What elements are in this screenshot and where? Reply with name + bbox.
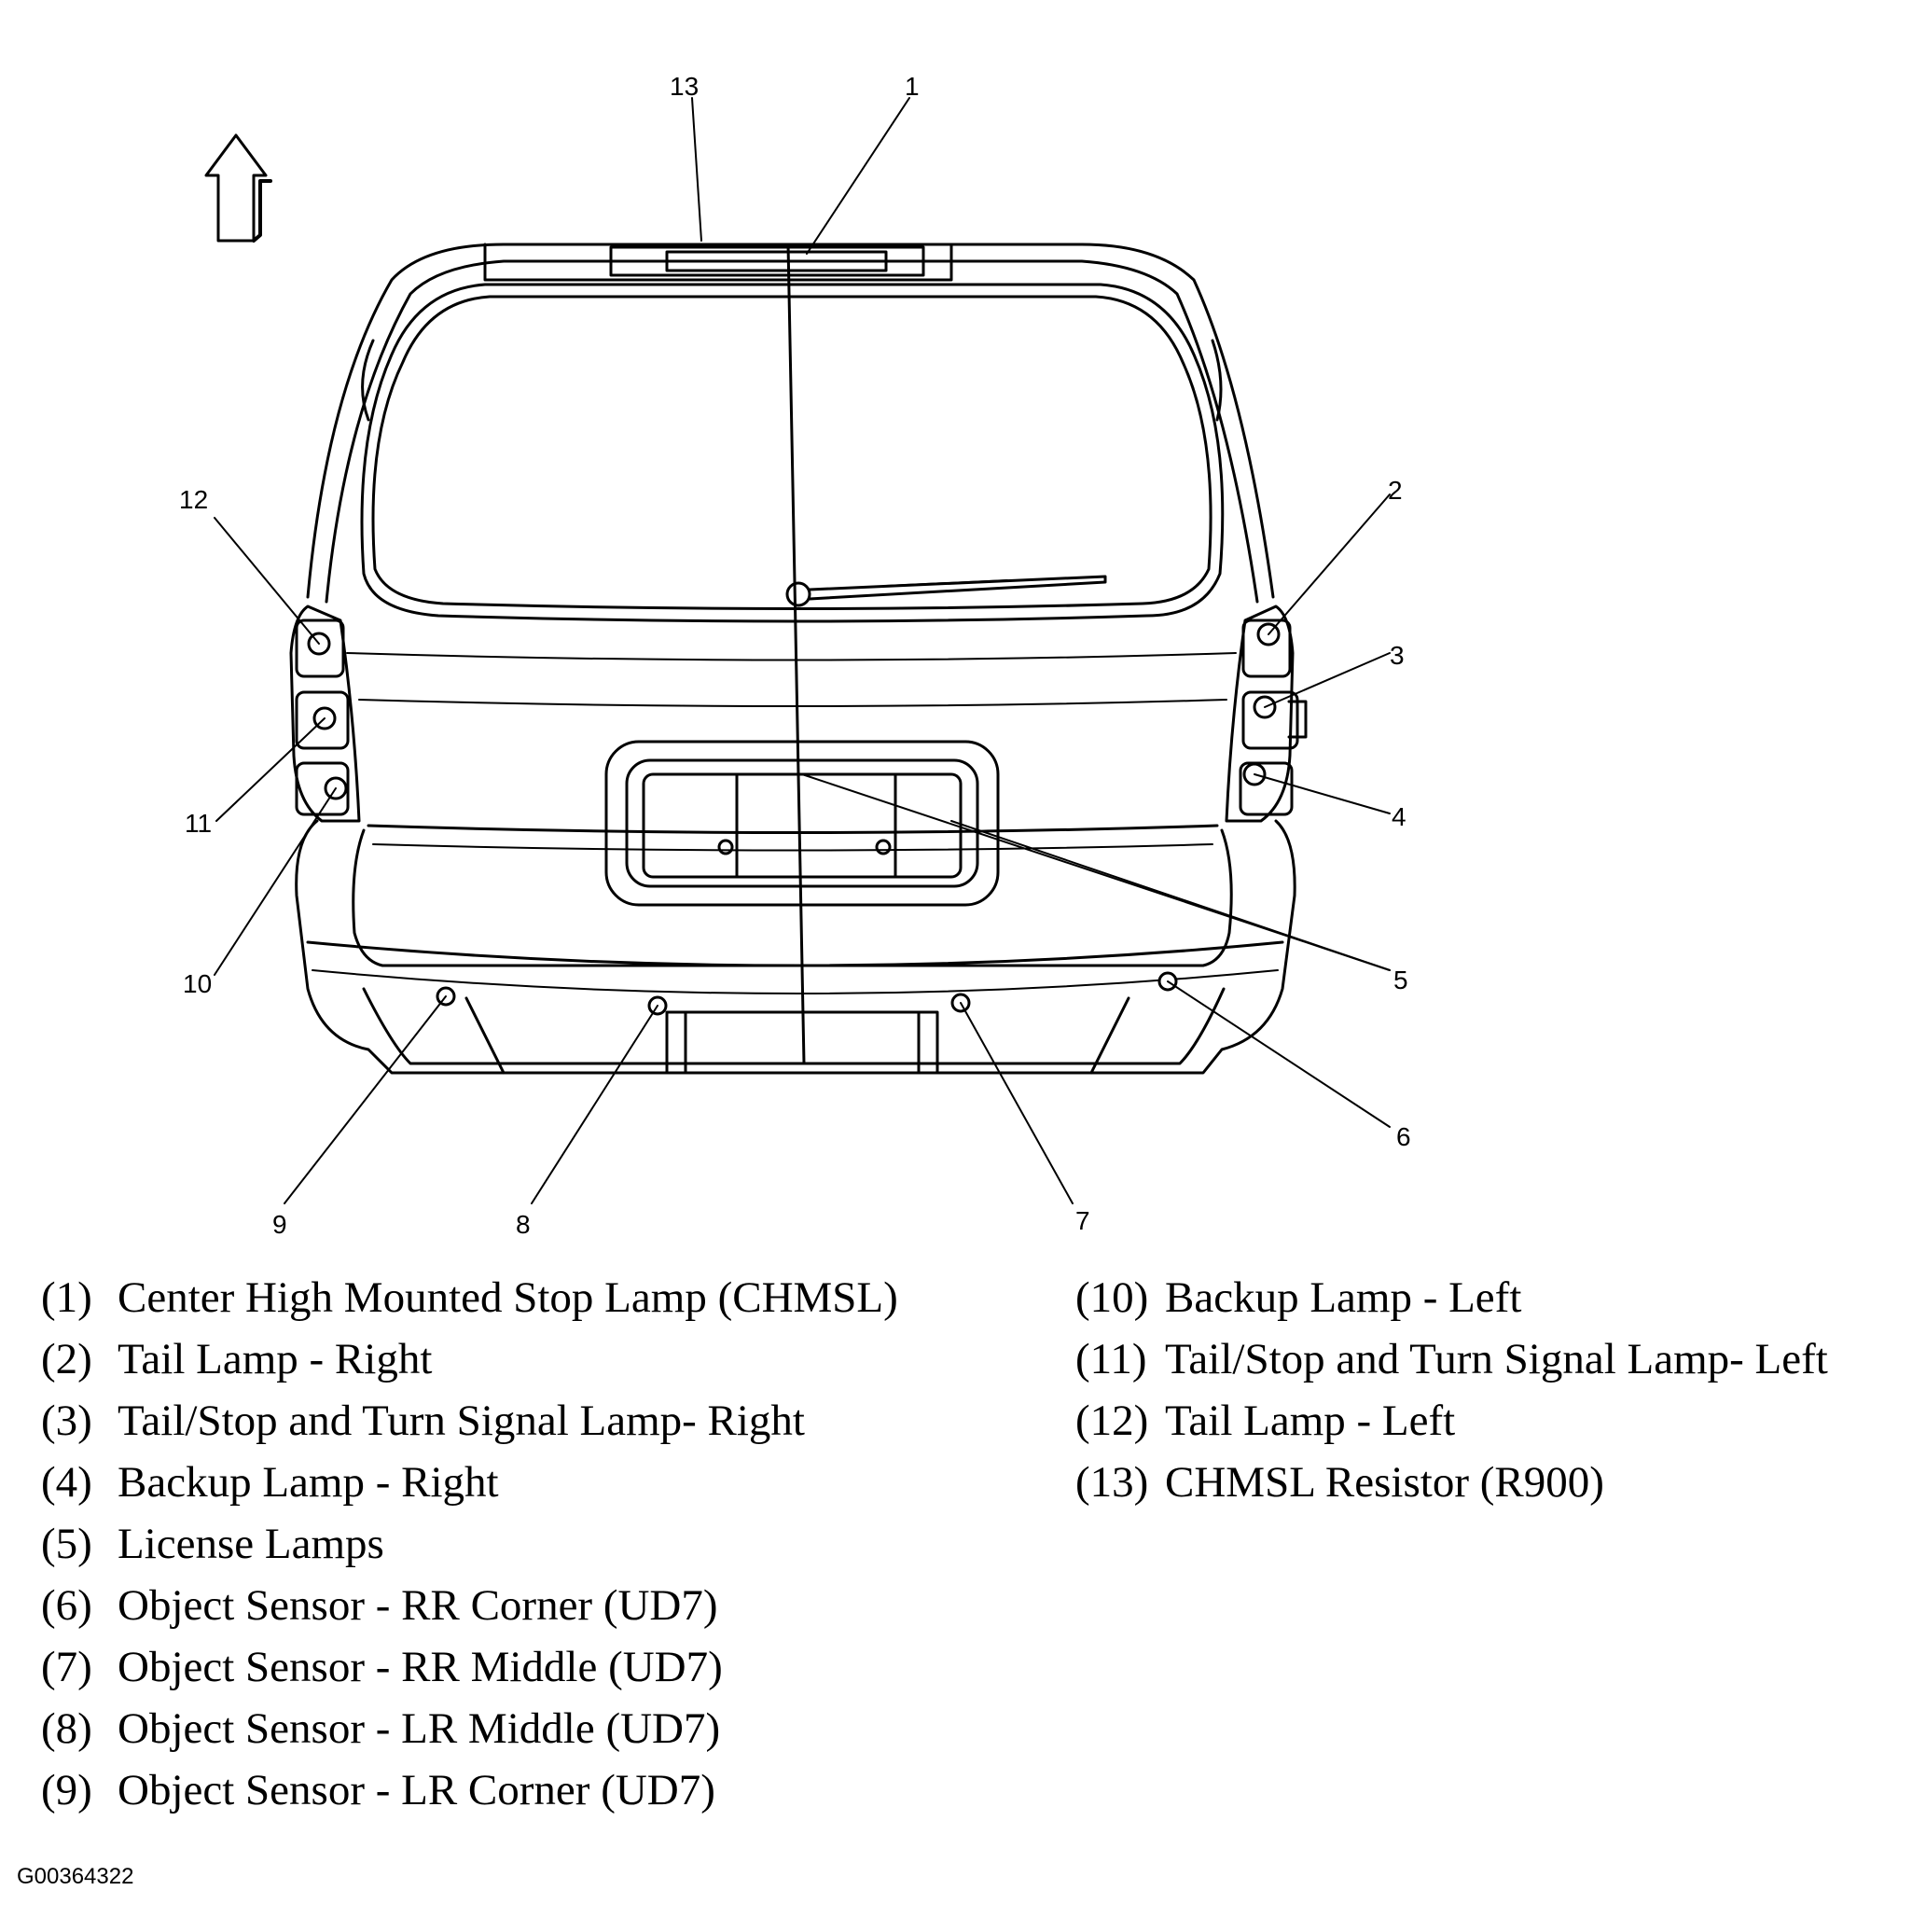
right-tail-lamp-cluster (1225, 605, 1308, 823)
legend-number: (3) (41, 1397, 92, 1445)
legend-text: Tail Lamp - Right (118, 1335, 433, 1383)
legend-text: License Lamps (118, 1520, 384, 1568)
legend-number: (12) (1075, 1397, 1149, 1445)
legend-text: Tail Lamp - Left (1165, 1397, 1456, 1445)
callout-3: 3 (1390, 641, 1405, 670)
legend-number: (8) (41, 1704, 92, 1753)
callout-4: 4 (1392, 802, 1406, 831)
legend-number: (5) (41, 1520, 92, 1568)
legend-item-2: (2) Tail Lamp - Right (41, 1328, 898, 1390)
callout-6: 6 (1396, 1122, 1411, 1151)
callout-8: 8 (516, 1210, 531, 1239)
callout-labels: 13 1 12 2 3 11 4 10 5 6 9 8 7 (179, 72, 1411, 1239)
legend-number: (6) (41, 1581, 92, 1630)
callout-1: 1 (905, 72, 920, 101)
liftgate-body (306, 243, 1275, 1065)
legend-item-5: (5) License Lamps (41, 1513, 898, 1575)
license-plate-pocket (604, 740, 1000, 907)
legend-item-3: (3) Tail/Stop and Turn Signal Lamp- Right (41, 1390, 898, 1452)
legend-item-10: (10) Backup Lamp - Left (1075, 1267, 1828, 1328)
legend-number: (2) (41, 1335, 92, 1383)
legend-item-12: (12) Tail Lamp - Left (1075, 1390, 1828, 1452)
legend-number: (7) (41, 1643, 92, 1691)
rear-bumper (295, 819, 1296, 1075)
callout-13: 13 (670, 72, 699, 101)
legend-item-13: (13) CHMSL Resistor (R900) (1075, 1452, 1828, 1513)
legend-text: Center High Mounted Stop Lamp (CHMSL) (118, 1273, 898, 1322)
callout-7: 7 (1075, 1206, 1090, 1235)
callout-9: 9 (272, 1210, 287, 1239)
legend-item-7: (7) Object Sensor - RR Middle (UD7) (41, 1636, 898, 1698)
legend-text: Backup Lamp - Left (1165, 1273, 1522, 1322)
legend-number: (10) (1075, 1273, 1149, 1322)
figure-id: G00364322 (17, 1864, 134, 1889)
legend-text: Backup Lamp - Right (118, 1458, 499, 1507)
legend-number: (11) (1075, 1335, 1147, 1383)
legend-text: CHMSL Resistor (R900) (1165, 1458, 1604, 1507)
legend-item-6: (6) Object Sensor - RR Corner (UD7) (41, 1575, 898, 1636)
legend-right: (10) Backup Lamp - Left (11) Tail/Stop and… (1075, 1267, 1828, 1513)
legend-text: Tail/Stop and Turn Signal Lamp- Right (118, 1397, 805, 1445)
rear-window (360, 283, 1225, 623)
legend-text: Object Sensor - LR Middle (UD7) (118, 1704, 721, 1753)
legend-text: Object Sensor - RR Corner (UD7) (118, 1581, 718, 1630)
legend-number: (4) (41, 1458, 92, 1507)
callout-2: 2 (1388, 476, 1403, 505)
legend-item-1: (1) Center High Mounted Stop Lamp (CHMSL) (41, 1267, 898, 1328)
legend-item-4: (4) Backup Lamp - Right (41, 1452, 898, 1513)
legend-text: Object Sensor - RR Middle (UD7) (118, 1643, 723, 1691)
legend-text: Object Sensor - LR Corner (UD7) (118, 1766, 715, 1814)
legend-item-8: (8) Object Sensor - LR Middle (UD7) (41, 1698, 898, 1759)
callout-10: 10 (183, 969, 212, 998)
legend-item-9: (9) Object Sensor - LR Corner (UD7) (41, 1759, 898, 1821)
legend-left: (1) Center High Mounted Stop Lamp (CHMSL)… (41, 1267, 898, 1821)
rear-wiper (785, 575, 1107, 607)
vehicle-rear-diagram: 13 1 12 2 3 11 4 10 5 6 9 8 7 (179, 72, 1411, 1239)
callout-5: 5 (1393, 966, 1408, 994)
legend-item-11: (11) Tail/Stop and Turn Signal Lamp- Left (1075, 1328, 1828, 1390)
legend-text: Tail/Stop and Turn Signal Lamp- Left (1165, 1335, 1828, 1383)
legend-number: (1) (41, 1273, 92, 1322)
legend-number: (9) (41, 1766, 92, 1814)
callout-11: 11 (185, 809, 212, 838)
callout-12: 12 (179, 485, 208, 514)
up-arrow-icon (204, 133, 272, 243)
leader-lines (214, 97, 1391, 1204)
legend-number: (13) (1075, 1458, 1149, 1507)
